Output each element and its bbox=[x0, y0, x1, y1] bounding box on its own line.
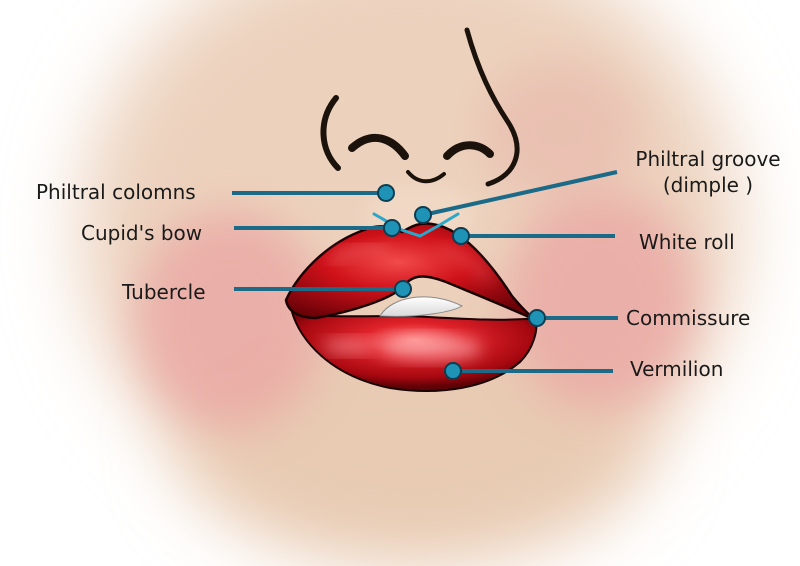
label-vermilion: Vermilion bbox=[630, 357, 724, 381]
label-philtral-colomns: Philtral colomns bbox=[36, 180, 196, 204]
leader-line-philtral-groove bbox=[422, 170, 618, 217]
label-cupids-bow: Cupid's bow bbox=[81, 221, 203, 245]
marker-philtral-groove bbox=[414, 206, 432, 224]
label-philtral-groove-line1: Philtral groove bbox=[635, 147, 781, 171]
marker-philtral-colomns bbox=[377, 184, 395, 202]
nose bbox=[320, 27, 520, 187]
marker-tubercle bbox=[394, 280, 412, 298]
label-tubercle: Tubercle bbox=[122, 280, 206, 304]
marker-white-roll bbox=[452, 227, 470, 245]
label-philtral-groove: Philtral groove (dimple ) bbox=[624, 146, 792, 198]
label-commissure: Commissure bbox=[626, 306, 751, 330]
label-philtral-groove-line2: (dimple ) bbox=[662, 173, 754, 197]
marker-vermilion bbox=[444, 362, 462, 380]
marker-commissure bbox=[528, 309, 546, 327]
left-cheek-blush bbox=[135, 210, 325, 430]
right-cheek-blush bbox=[505, 190, 695, 410]
label-white-roll: White roll bbox=[639, 230, 735, 254]
teeth bbox=[379, 296, 464, 317]
marker-cupids-bow bbox=[383, 219, 401, 237]
